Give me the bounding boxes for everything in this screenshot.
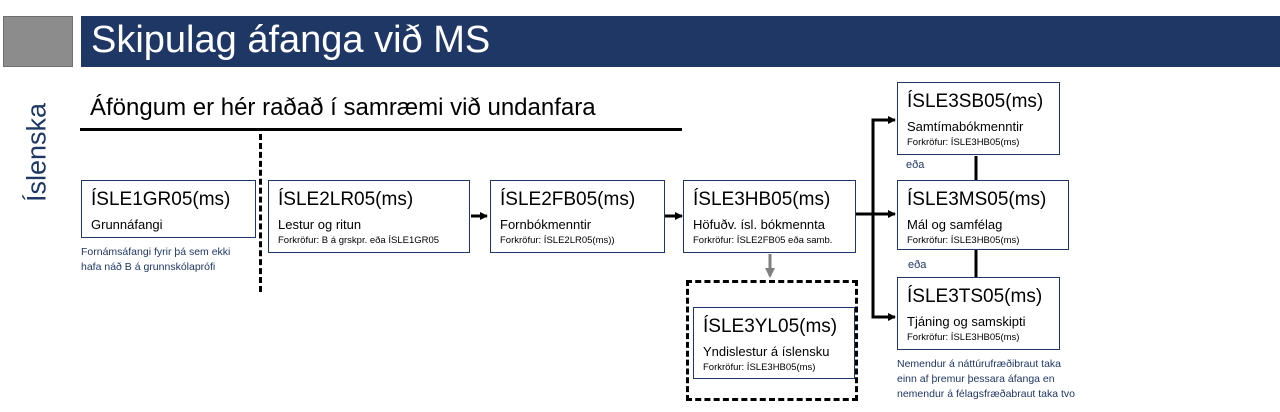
course-box-isle3ms05: ÍSLE3MS05(ms) Mál og samfélag Forkröfur:… bbox=[897, 180, 1069, 250]
course-box-isle3yl05: ÍSLE3YL05(ms) Yndislestur á íslensku For… bbox=[693, 307, 855, 379]
course-box-isle2lr05: ÍSLE2LR05(ms) Lestur og ritun Forkröfur:… bbox=[268, 180, 470, 253]
course-name: Samtímabókmenntir bbox=[907, 119, 1024, 134]
course-prereq: Forkröfur: ÍSLE2LR05(ms)) bbox=[500, 235, 615, 246]
course-code: ÍSLE3HB05(ms) bbox=[693, 189, 831, 210]
course-name: Mál og samfélag bbox=[907, 217, 1003, 232]
note-line: einn af þremur þessara áfanga en bbox=[897, 373, 1055, 385]
course-code: ÍSLE1GR05(ms) bbox=[91, 189, 231, 210]
course-code: ÍSLE3SB05(ms) bbox=[907, 91, 1044, 112]
course-code: ÍSLE2FB05(ms) bbox=[500, 189, 636, 210]
course-code: ÍSLE3MS05(ms) bbox=[907, 189, 1047, 210]
subtitle-underline bbox=[80, 128, 682, 131]
course-box-isle2fb05: ÍSLE2FB05(ms) Fornbókmenntir Forkröfur: … bbox=[490, 180, 665, 253]
title-bar: Skipulag áfanga við MS bbox=[81, 16, 1280, 67]
course-prereq: Forkröfur: ÍSLE3HB05(ms) bbox=[907, 235, 1020, 246]
eda-label-2: eða bbox=[908, 259, 927, 271]
course-code: ÍSLE3TS05(ms) bbox=[907, 286, 1043, 307]
arrow-hb-to-ts bbox=[871, 214, 896, 321]
dashed-divider bbox=[259, 134, 262, 292]
arrow-hb-to-sb bbox=[871, 116, 896, 214]
course-name: Grunnáfangi bbox=[91, 217, 163, 232]
course-prereq: Forkröfur: ÍSLE3HB05(ms) bbox=[703, 362, 816, 373]
course-prereq: Forkröfur: ÍSLE3HB05(ms) bbox=[907, 137, 1020, 148]
note-bottom: Nemendur á náttúrufræðibraut taka einn a… bbox=[897, 357, 1075, 402]
course-name: Lestur og ritun bbox=[278, 217, 362, 232]
course-name: Fornbókmenntir bbox=[500, 217, 592, 232]
course-name: Tjáning og samskipti bbox=[907, 314, 1026, 329]
note-line: hafa náð B á grunnskólaprófi bbox=[81, 261, 216, 273]
note-line: nemendur á félagsfræðabraut taka tvo bbox=[897, 388, 1076, 400]
course-code: ÍSLE2LR05(ms) bbox=[278, 189, 414, 210]
course-name: Yndislestur á íslensku bbox=[703, 344, 830, 359]
subtitle: Áföngum er hér raðað í samræmi við undan… bbox=[90, 94, 596, 121]
course-prereq: Forkröfur: B á grskpr. eða ÍSLE1GR05 bbox=[278, 235, 440, 246]
course-box-isle3hb05: ÍSLE3HB05(ms) Höfuðv. ísl. bókmennta For… bbox=[683, 180, 856, 253]
note-grunnafangi: Fornámsáfangi fyrir þá sem ekki hafa náð… bbox=[81, 245, 230, 275]
course-box-isle1gr05: ÍSLE1GR05(ms) Grunnáfangi bbox=[81, 180, 256, 238]
course-prereq: Forkröfur: ÍSLE3HB05(ms) bbox=[907, 332, 1020, 343]
course-prereq: Forkröfur: ÍSLE2FB05 eða samb. bbox=[693, 235, 833, 246]
optional-course-frame bbox=[686, 280, 858, 401]
course-box-isle3ts05: ÍSLE3TS05(ms) Tjáning og samskipti Forkr… bbox=[897, 277, 1060, 350]
note-line: Fornámsáfangi fyrir þá sem ekki bbox=[81, 246, 231, 258]
course-name: Höfuðv. ísl. bókmennta bbox=[693, 217, 825, 232]
course-box-isle3sb05: ÍSLE3SB05(ms) Samtímabókmenntir Forkröfu… bbox=[897, 82, 1060, 155]
page-title: Skipulag áfanga við MS bbox=[91, 19, 491, 61]
course-code: ÍSLE3YL05(ms) bbox=[703, 316, 838, 337]
eda-label-1: eða bbox=[906, 159, 925, 171]
gray-square-decoration bbox=[3, 16, 73, 67]
note-line: Nemendur á náttúrufræðibraut taka bbox=[897, 358, 1062, 370]
